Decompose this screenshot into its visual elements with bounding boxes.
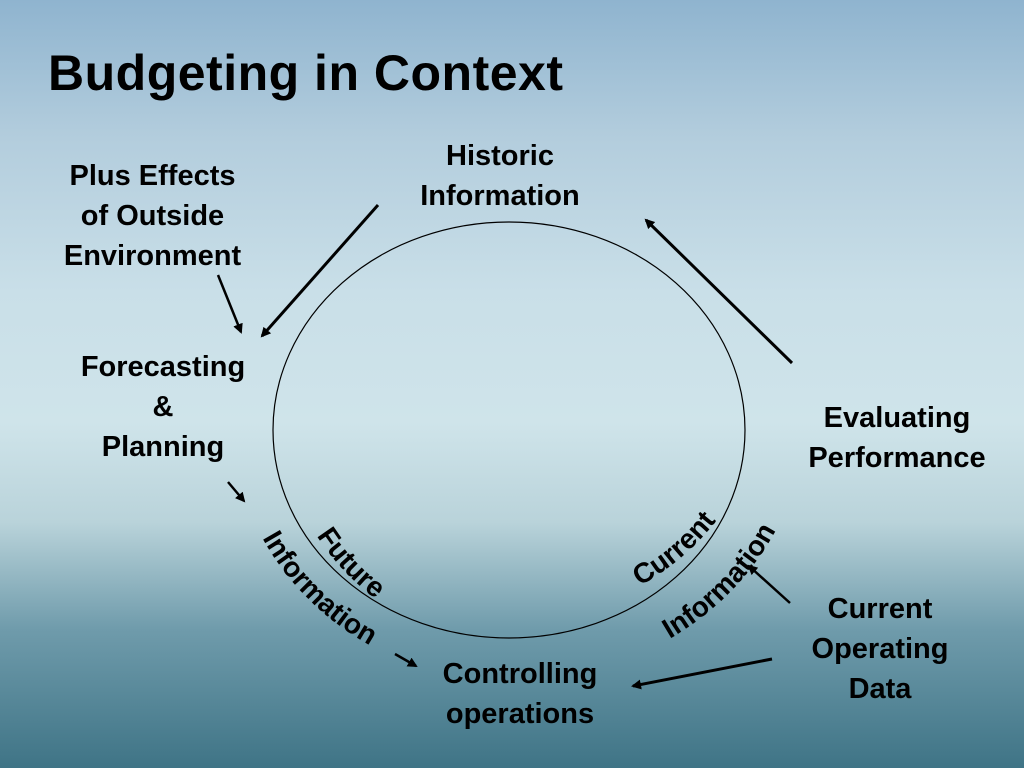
controlling-line-2: operations (445, 698, 595, 730)
slide-title: Budgeting in Context (48, 45, 564, 101)
forecasting-line-3: Planning (101, 431, 225, 463)
controlling-operations-node: Controlling operations (420, 654, 620, 734)
outside-line-3: Environment (63, 240, 242, 272)
outside-line-1: Plus Effects (69, 160, 236, 192)
arrow-evaluating-to-historic (644, 218, 794, 365)
arrow-historic-to-forecasting (260, 204, 380, 338)
historic-information-node: Historic Information (400, 136, 600, 216)
outside-environment-node: Plus Effects of Outside Environment (40, 156, 265, 276)
arrow-forecasting-to-future (227, 481, 246, 503)
forecasting-line-2: & (152, 391, 174, 423)
evaluating-performance-node: Evaluating Performance (788, 398, 1006, 478)
arrow-outside-to-forecasting (216, 274, 243, 334)
arrow-future-to-controlling (394, 652, 418, 668)
controlling-line-1: Controlling (442, 658, 598, 690)
arrow-data-to-controlling (631, 657, 773, 690)
historic-line-2: Information (420, 180, 580, 212)
operating-line-3: Data (848, 673, 912, 705)
outside-line-2: of Outside (80, 200, 225, 232)
arrow-data-to-current (747, 564, 791, 604)
current-operating-data-node: Current Operating Data (790, 589, 970, 709)
operating-line-2: Operating (811, 633, 949, 665)
evaluating-line-2: Performance (808, 442, 986, 474)
forecasting-line-1: Forecasting (80, 351, 246, 383)
forecasting-planning-node: Forecasting & Planning (58, 347, 268, 467)
operating-line-1: Current (827, 593, 933, 625)
cycle-ellipse (272, 221, 746, 639)
evaluating-line-1: Evaluating (823, 402, 971, 434)
historic-line-1: Historic (446, 140, 554, 172)
